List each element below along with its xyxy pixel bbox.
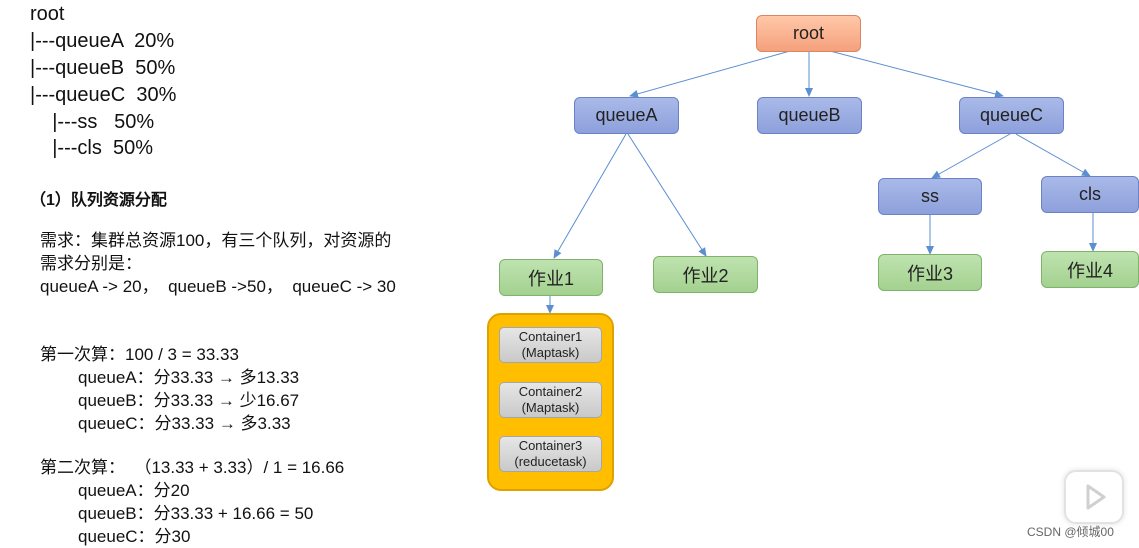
calc2-queueC: queueC：分30 <box>78 527 191 546</box>
container-2: Container2 (Maptask) <box>499 382 602 418</box>
csdn-watermark: CSDN @倾城00 <box>1027 525 1114 539</box>
node-root: root <box>756 15 861 52</box>
node-job4: 作业4 <box>1041 251 1139 288</box>
container-2-name: Container2 <box>518 384 583 399</box>
calc1-queueC: queueC：分33.33 → 多3.33 <box>78 414 291 433</box>
container-2-task: (Maptask) <box>521 400 580 415</box>
calc1-queueB: queueB：分33.33 → 少16.67 <box>78 391 300 410</box>
tree-ss-line: |---ss 50% <box>30 111 155 133</box>
section-heading: （1）队列资源分配 <box>30 192 167 209</box>
requirement-line-3: queueA -> 20， queueB ->50， queueC -> 30 <box>40 277 396 296</box>
requirement-line-1: 需求：集群总资源100，有三个队列，对资源的 <box>40 231 392 250</box>
play-button[interactable] <box>1064 470 1124 524</box>
calc2-queueA: queueA：分20 <box>78 481 190 500</box>
node-job2: 作业2 <box>653 256 758 293</box>
tree-queueA-line: |---queueA 20% <box>30 30 175 52</box>
play-icon <box>1086 484 1106 510</box>
edge-root-queueC <box>829 50 1004 98</box>
tree-cls-line: |---cls 50% <box>30 137 153 159</box>
container-3-task: (reducetask) <box>514 454 587 469</box>
node-job1: 作业1 <box>499 259 603 296</box>
container-group: Container1 (Maptask) Container2 (Maptask… <box>487 313 614 491</box>
tree-queueC-line: |---queueC 30% <box>30 84 177 106</box>
node-queueB: queueB <box>757 97 862 134</box>
container-3-name: Container3 <box>518 438 583 453</box>
calc1-queueA: queueA：分33.33 → 多13.33 <box>78 368 300 387</box>
edge-queueA-job2 <box>627 133 707 257</box>
edge-queueC-ss <box>931 133 1011 179</box>
calc2-queueB: queueB：分33.33 + 16.66 = 50 <box>78 504 314 523</box>
container-3: Container3 (reducetask) <box>499 436 602 472</box>
node-job3: 作业3 <box>878 254 982 291</box>
edge-root-queueA <box>629 50 791 98</box>
node-queueC: queueC <box>959 97 1064 134</box>
calc1-title: 第一次算：100 / 3 = 33.33 <box>40 345 239 364</box>
container-1-task: (Maptask) <box>521 345 580 360</box>
tree-queueB-line: |---queueB 50% <box>30 57 176 79</box>
edge-queueC-cls <box>1015 133 1091 177</box>
tree-root-line: root <box>30 3 65 25</box>
requirement-line-2: 需求分别是： <box>40 254 142 273</box>
node-cls: cls <box>1041 176 1139 213</box>
edge-queueA-job1 <box>553 133 627 259</box>
container-1-name: Container1 <box>518 329 583 344</box>
node-ss: ss <box>878 178 982 215</box>
node-queueA: queueA <box>574 97 679 134</box>
container-1: Container1 (Maptask) <box>499 327 602 363</box>
calc2-title: 第二次算： （13.33 + 3.33）/ 1 = 16.66 <box>40 458 345 477</box>
